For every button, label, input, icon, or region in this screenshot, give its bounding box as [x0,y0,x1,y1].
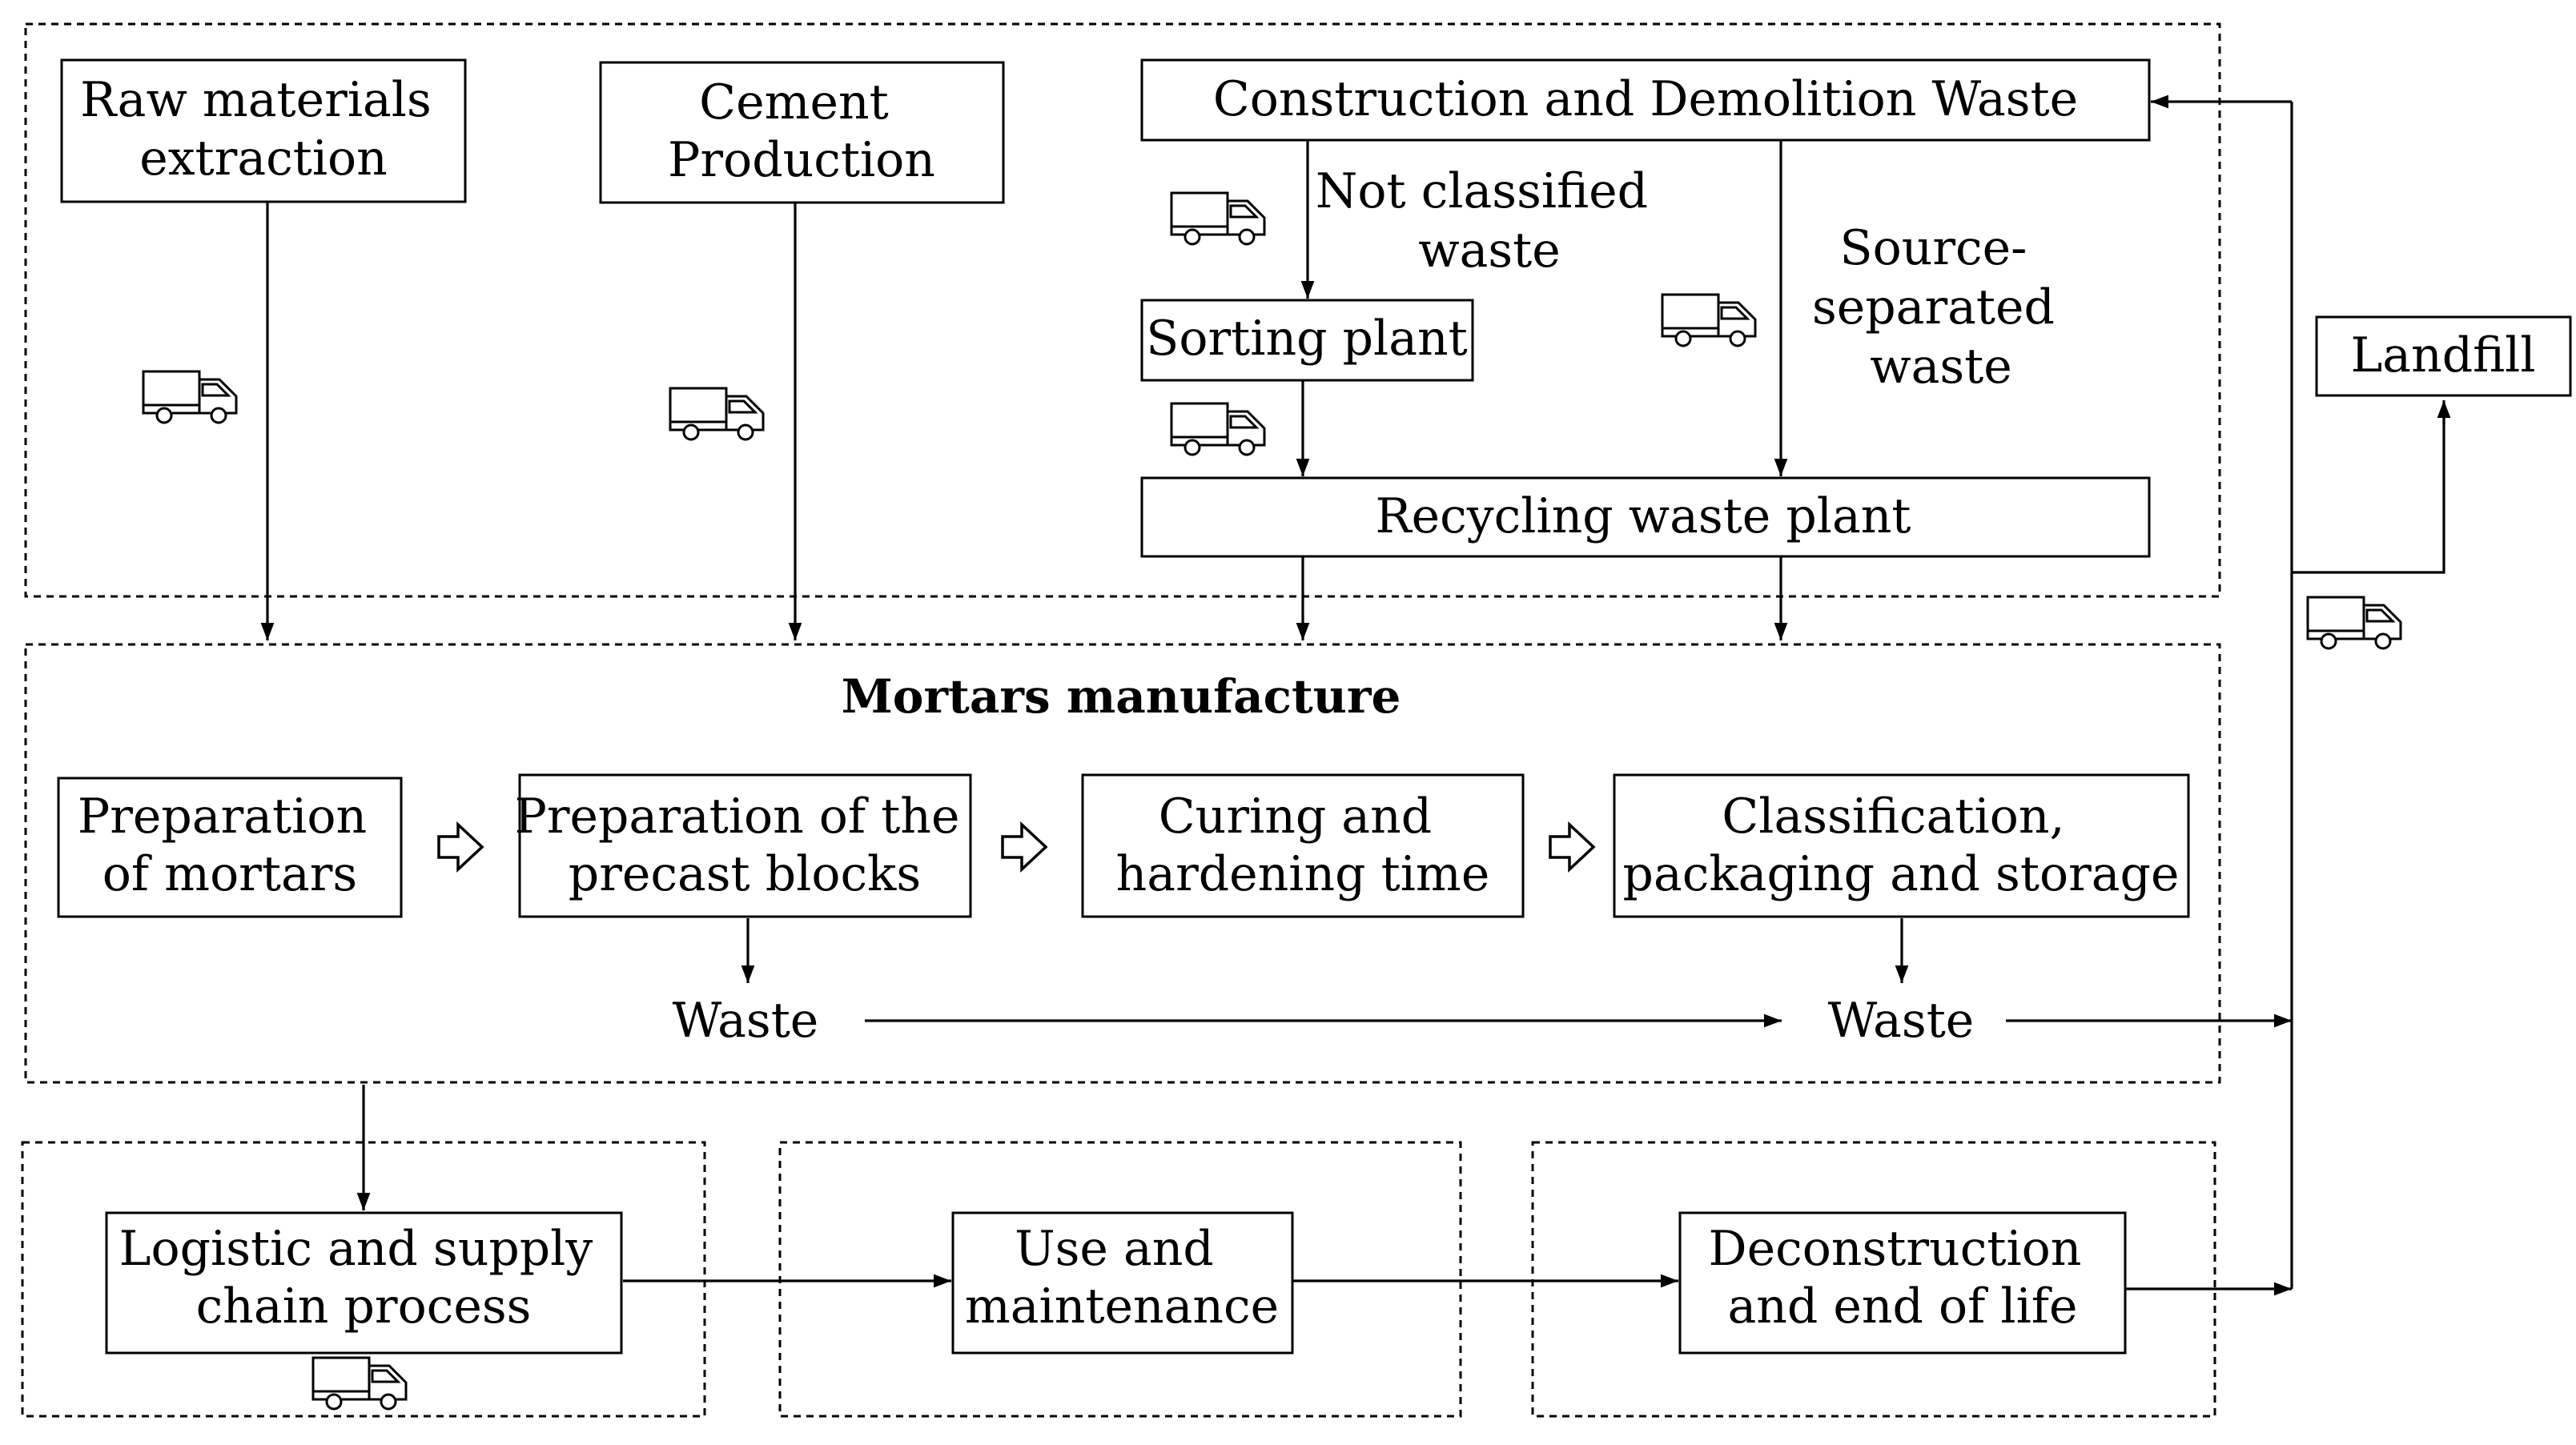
mortars-manufacture-group [24,643,2221,1084]
recycling-plant-box [1140,476,2151,558]
step-arrow-icon [1001,821,1048,873]
use-label: Use and maintenance [965,1221,1279,1335]
cement-box [599,61,1005,204]
use-stage-group [778,1141,1462,1418]
truck-icon [311,1356,408,1411]
truck-icon [142,370,238,424]
deconstruction-box [1678,1211,2127,1355]
use-box [951,1211,1294,1355]
mortars-manufacture-title: Mortars manufacture [842,669,1401,724]
truck-icon [669,387,765,441]
raw-materials-label: Raw materials extraction [80,72,447,187]
distribution-stage-group [21,1141,706,1418]
logistic-box [105,1211,623,1355]
truck-icon [2306,596,2402,650]
source-separated-label: Source- separated waste [1812,220,2070,395]
curing-label: Curing and hardening time [1116,789,1490,902]
prep-blocks-label: Preparation of the precast blocks [514,789,975,902]
end-of-life-stage-group [1531,1141,2216,1418]
truck-icon [1170,402,1266,456]
deconstruction-label: Deconstruction and end of life [1709,1221,2097,1335]
raw-materials-box [60,58,467,203]
step-arrow-icon [437,821,484,873]
step-arrow-icon [1549,821,1596,873]
recycling-plant-label: Recycling waste plant [1375,488,1911,544]
waste-label-1: Waste [673,993,819,1049]
classification-label: Classification, packaging and storage [1623,789,2180,902]
sorting-plant-label: Sorting plant [1146,311,1467,367]
cement-label: Cement Production [668,74,935,188]
sorting-plant-box [1140,299,1474,382]
logistic-label: Logistic and supply chain process [119,1221,609,1335]
cdw-box [1140,58,2151,142]
prep-mortars-box [57,777,403,918]
classification-box [1613,773,2190,918]
curing-box [1081,773,1525,918]
truck-icon [1661,293,1757,347]
prep-blocks-box [518,773,972,918]
cdw-label: Construction and Demolition Waste [1213,71,2078,127]
not-classified-label: Not classified waste [1316,163,1663,279]
truck-icon [1170,191,1266,246]
landfill-box [2315,315,2572,397]
prep-mortars-label: Preparation of mortars [78,789,382,902]
upstream-stage-group [24,22,2221,598]
landfill-label: Landfill [2350,327,2535,383]
waste-label-2: Waste [1828,993,1975,1049]
flow-connectors [260,94,2451,1296]
process-step-arrows [437,821,1596,873]
